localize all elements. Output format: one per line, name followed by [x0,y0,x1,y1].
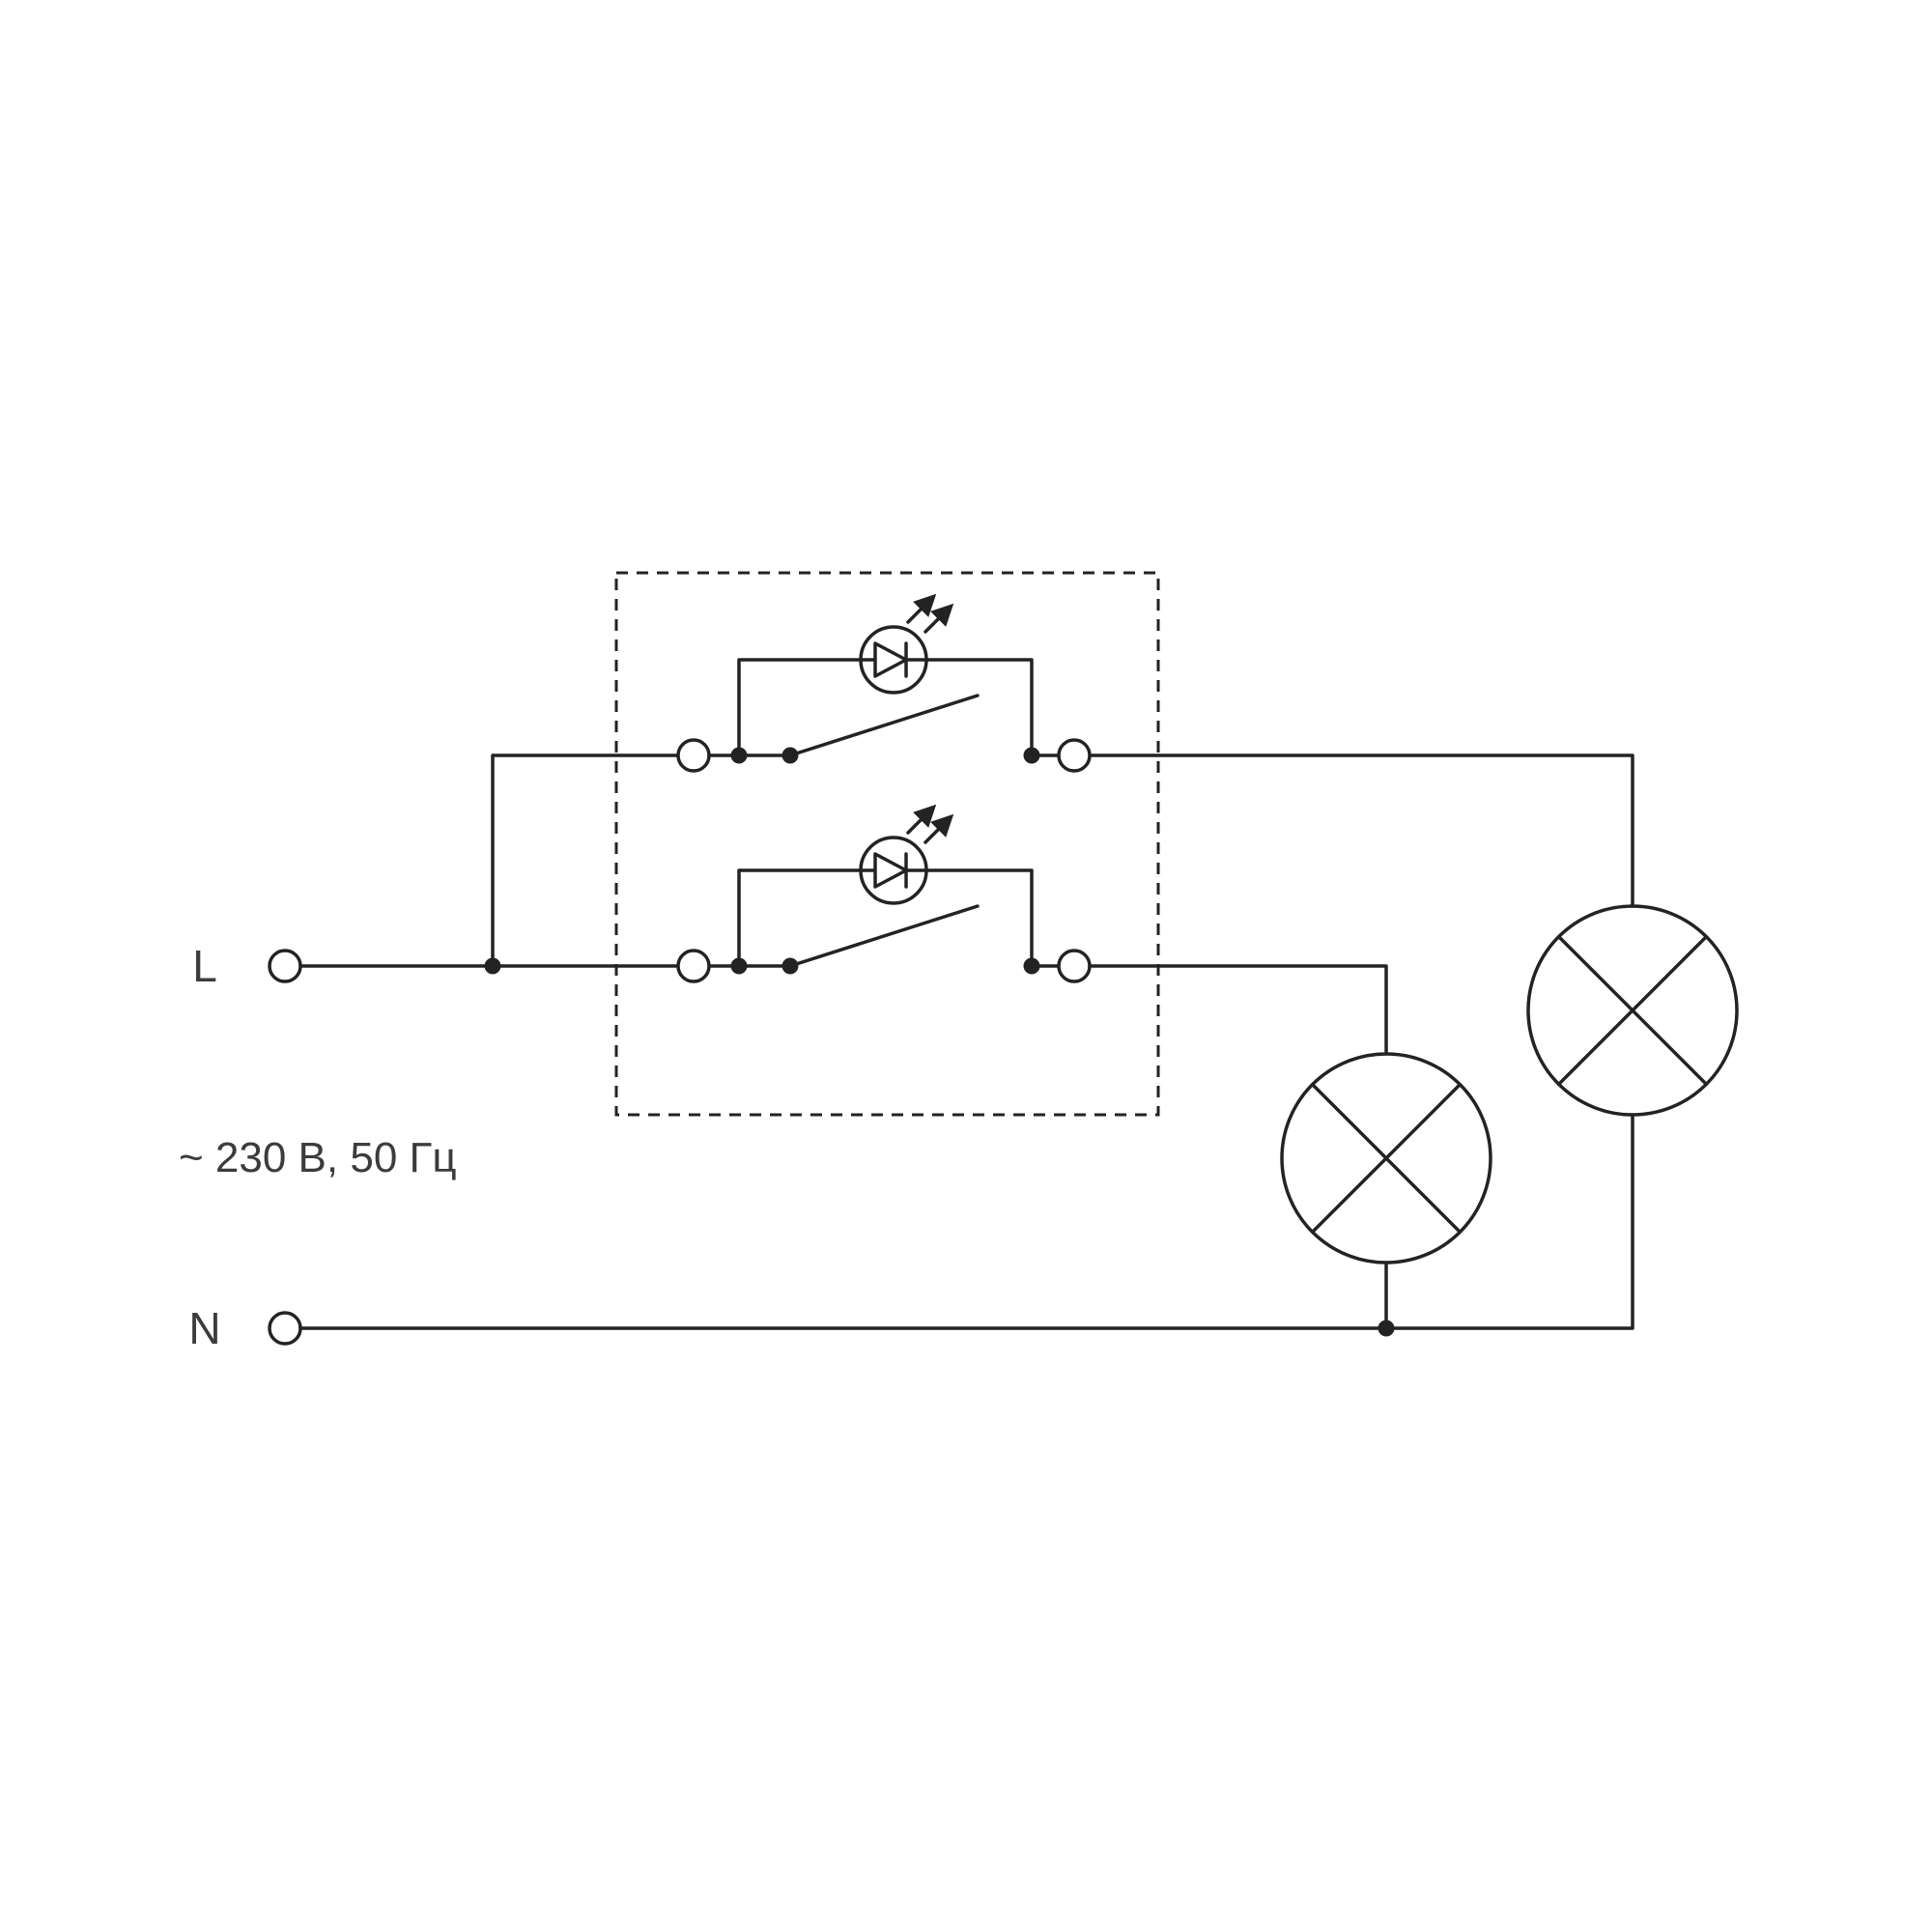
led-indicator-2 [737,804,1034,968]
terminal-l [268,949,302,983]
lamp2-cross [1557,935,1708,1086]
line-n: N [188,1113,1634,1353]
label-line-n: N [188,1303,220,1353]
led1-emission-arrow-2 [923,603,954,634]
led2-emission-arrow-1 [906,804,937,835]
switch1-terminal-left [676,738,711,773]
lamp-2 [1526,904,1739,1117]
switch-enclosure-outline [614,571,1160,1117]
switch-unit-1 [676,593,1092,773]
led2-bypass-wire [737,868,1034,968]
terminal-n [268,1311,302,1346]
led2-emission-arrow-2 [923,813,954,844]
led1-bypass-wire [737,658,1034,757]
junction-l [484,957,501,975]
line-l: L [192,753,680,991]
wire-switch1-to-lamp2 [1088,753,1634,908]
switch1-terminal-right [1057,738,1092,773]
led1-circle [859,625,928,695]
wire-n-run [298,1113,1634,1330]
led2-anode-triangle [873,852,908,889]
wire-l-riser-to-switch1 [491,753,680,968]
switch2-blade [788,904,980,968]
led1-anode-triangle [873,641,908,678]
label-line-l: L [192,941,217,991]
lamp1-cross [1311,1083,1462,1234]
junction-n [1378,1320,1395,1337]
switch2-terminal-right [1057,949,1092,983]
switch-unit-2 [676,804,1092,983]
switch1-blade [788,694,980,757]
led-indicator-1 [737,593,1034,757]
switch2-terminal-left [676,949,711,983]
led1-emission-arrow-1 [906,593,937,624]
lamp-1 [1280,1052,1492,1264]
led2-circle [859,836,928,905]
voltage-rating-label: ~ 230 В, 50 Гц [179,1134,457,1181]
wire-switch2-to-lamp1 [1088,964,1388,1056]
